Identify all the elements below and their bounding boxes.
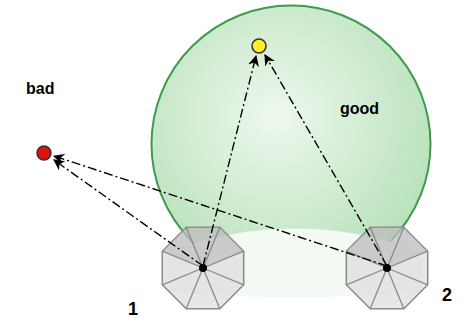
target-label: bad xyxy=(26,80,54,98)
sensor-sector xyxy=(387,227,428,268)
sensor-spoke xyxy=(162,268,203,285)
sensor-spoke xyxy=(203,251,244,268)
bad-target xyxy=(37,146,51,160)
sensor-spoke xyxy=(346,268,387,285)
sensor-body xyxy=(346,227,427,308)
region-label: good xyxy=(340,100,379,118)
sensor-number: 1 xyxy=(128,300,138,320)
sensor-spoke xyxy=(387,251,428,268)
sight-line xyxy=(54,156,387,266)
sensor-spoke xyxy=(387,268,404,309)
sight-line xyxy=(203,56,256,266)
sensor-spoke xyxy=(203,268,220,309)
sight-line xyxy=(265,55,387,266)
sensor-sector xyxy=(203,227,244,268)
good-target xyxy=(252,39,266,53)
sight-lines xyxy=(54,55,387,266)
sensor-number: 2 xyxy=(442,286,452,306)
sensor-spoke xyxy=(186,227,203,268)
sensor-group xyxy=(162,227,427,308)
sensor-body xyxy=(162,227,243,308)
sight-line xyxy=(54,160,203,266)
